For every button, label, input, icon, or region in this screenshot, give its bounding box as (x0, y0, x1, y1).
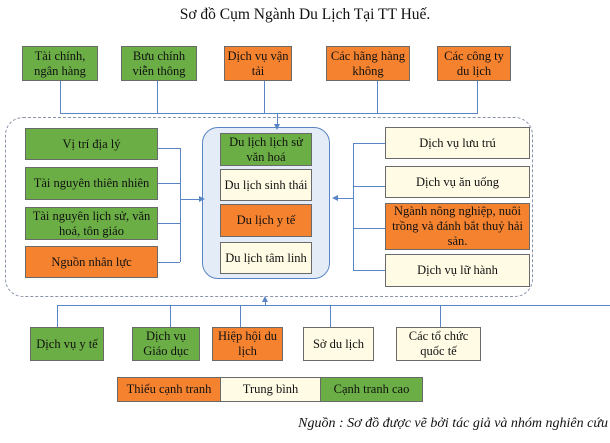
arrow-right-icon (199, 196, 205, 202)
connector (353, 270, 385, 271)
diagram-title: Sơ đồ Cụm Ngành Du Lịch Tại TT Huế. (179, 6, 431, 23)
top-box-transport: Dịch vụ vận tải (224, 46, 292, 81)
center-box-eco-tourism: Du lịch sinh thái (220, 169, 312, 201)
cluster-boundary (5, 117, 533, 297)
connector (158, 223, 180, 224)
center-box-medical-tourism: Du lịch y tế (220, 204, 312, 237)
connector (336, 198, 353, 199)
connector (277, 113, 278, 127)
connector (440, 305, 441, 327)
connector (353, 228, 385, 229)
connector (60, 113, 478, 114)
bottom-box-tourism-association: Hiệp hội du lịch (212, 327, 283, 361)
legend-medium: Trung bình (220, 377, 321, 402)
top-box-travel-companies: Các công ty du lịch (437, 46, 511, 81)
connector (353, 143, 354, 270)
top-box-finance: Tài chính, ngân hàng (22, 46, 98, 81)
connector (377, 80, 378, 113)
connector (353, 186, 385, 187)
left-box-cultural-resources: Tài nguyên lịch sử, văn hoá, tôn giáo (25, 207, 158, 240)
center-box-heritage-tourism: Du lịch lịch sử văn hoá (220, 133, 312, 166)
connector (180, 148, 181, 262)
connector (57, 305, 610, 306)
connector (264, 80, 265, 113)
connector (158, 148, 180, 149)
top-box-airlines: Các hãng hàng không (326, 46, 410, 81)
connector (158, 183, 180, 184)
right-box-food-service: Dịch vụ ăn uống (385, 166, 530, 198)
legend-high-competition: Cạnh tranh cao (320, 377, 423, 402)
top-box-telecom: Bưu chính viễn thông (121, 46, 197, 81)
connector (158, 262, 180, 263)
connector (240, 305, 241, 327)
right-box-agriculture: Ngành nông nghiệp, nuôi trồng và đánh bắ… (385, 203, 530, 250)
connector (180, 199, 200, 200)
connector (353, 143, 385, 144)
bottom-box-tourism-department: Sở du lịch (303, 327, 374, 361)
left-box-location: Vị trí địa lý (25, 128, 158, 160)
arrow-left-icon (332, 195, 338, 201)
connector (60, 80, 61, 113)
bottom-box-education: Dịch vụ Giáo dục (132, 327, 200, 361)
right-box-accommodation: Dịch vụ lưu trú (385, 127, 530, 159)
connector (265, 300, 266, 305)
bottom-box-international-orgs: Các tổ chức quốc tế (396, 327, 481, 361)
left-box-human-resources: Nguồn nhân lực (25, 246, 158, 278)
left-box-natural-resources: Tài nguyên thiên nhiên (25, 167, 158, 200)
center-box-spiritual-tourism: Du lịch tâm linh (220, 242, 312, 274)
connector (477, 80, 478, 113)
legend-low-competition: Thiếu cạnh tranh (117, 377, 221, 402)
connector (157, 80, 158, 113)
bottom-box-health-services: Dịch vụ y tế (30, 327, 104, 361)
source-note: Nguồn : Sơ đồ được vẽ bởi tác giả và nhó… (298, 416, 608, 431)
connector (330, 305, 331, 327)
arrow-down-icon (274, 124, 280, 130)
connector (57, 305, 58, 327)
connector (170, 305, 171, 327)
right-box-tour-operators: Dịch vụ lữ hành (385, 254, 530, 287)
arrow-up-icon (262, 296, 268, 302)
